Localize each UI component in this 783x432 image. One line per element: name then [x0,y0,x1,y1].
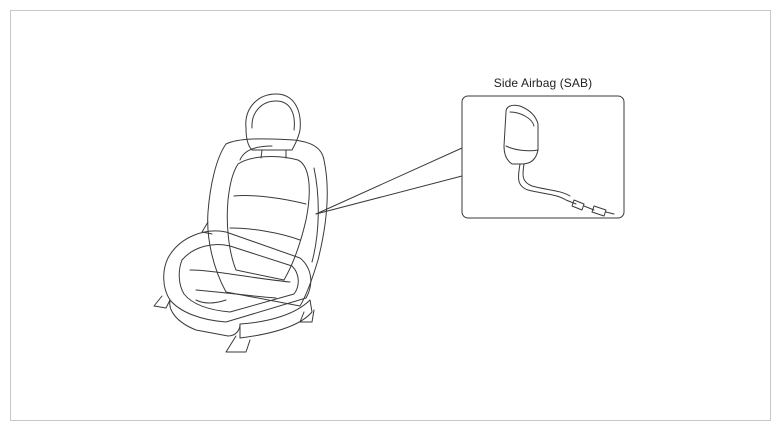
callout-leader [315,147,463,215]
callout-label: Side Airbag (SAB) [493,76,593,90]
seat-rail-rear [225,335,251,353]
seat-cushion-inner [178,244,299,313]
seat-side-trim [239,299,313,339]
airbag-plug [591,205,607,217]
seat-rail-front [153,295,171,309]
airbag-harness [517,163,577,205]
side-bolster [311,167,319,263]
seat-cushion-outline [163,230,312,323]
backrest-inner-panel [226,156,310,281]
callout-box [461,95,625,219]
side-airbag-module-icon [503,104,615,217]
backrest-outline [207,138,328,307]
diagram-frame [10,10,771,421]
airbag-connector [571,199,585,211]
headrest-inner [251,100,295,131]
headrest-outline [245,93,301,151]
car-seat-icon [153,93,328,353]
